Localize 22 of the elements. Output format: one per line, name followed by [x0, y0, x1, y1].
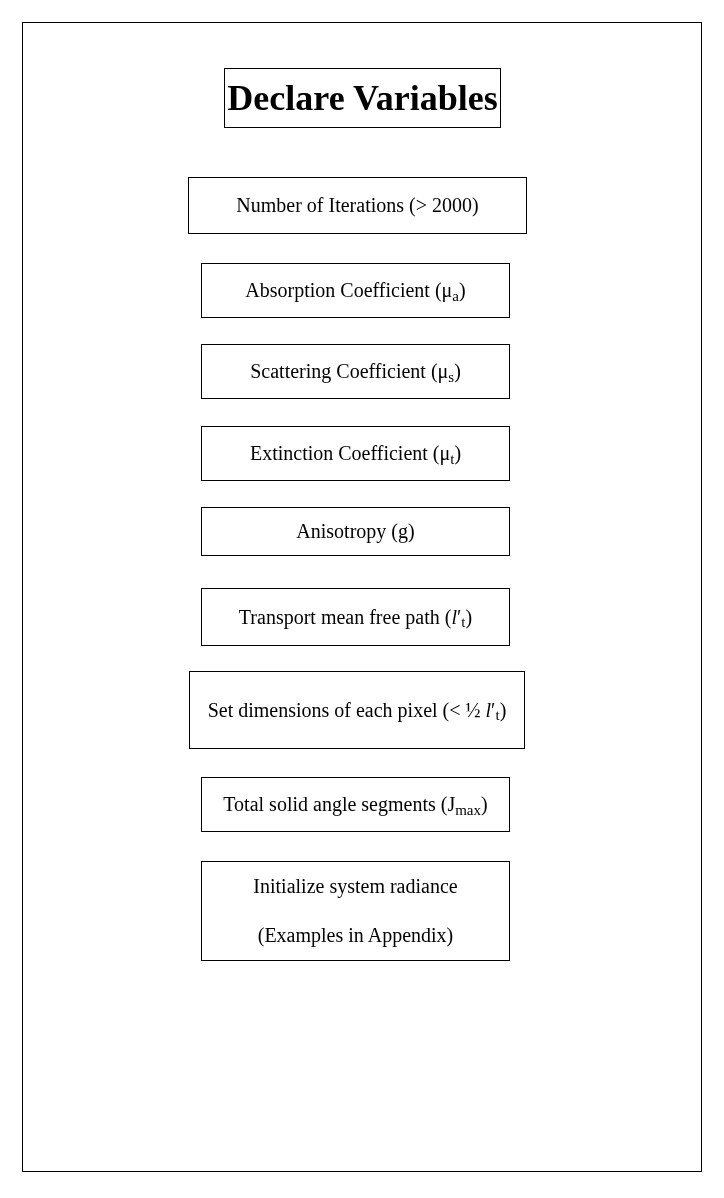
title-box — [224, 68, 501, 128]
box-text: Initialize system radiance — [253, 874, 458, 899]
variable-box — [201, 507, 510, 556]
variable-box — [201, 263, 510, 318]
variable-box — [201, 777, 510, 832]
title-text: Declare Variables — [227, 76, 498, 120]
box-text: Transport mean free path (l′$_{t}$) — [238, 604, 473, 630]
variable-box — [189, 671, 525, 749]
variable-box — [201, 426, 510, 481]
box-text: Absorption Coefficient (μ$_{a}$) — [245, 278, 466, 303]
box-text: Anisotropy (g) — [296, 519, 415, 544]
box-text: Extinction Coefficient (μ$_{t}$) — [249, 441, 462, 466]
variable-box — [188, 177, 527, 234]
box-text: Set dimensions of each pixel (< ½ l′$_{t}$) — [207, 697, 507, 723]
box-text: Scattering Coefficient (μ$_{s}$) — [250, 359, 461, 384]
frame-box — [22, 22, 702, 1172]
box-text: Total solid angle segments (J$_{max}$) — [223, 792, 488, 817]
variable-box — [201, 861, 510, 961]
box-text: Number of Iterations (> 2000) — [236, 193, 479, 218]
box-text: (Examples in Appendix) — [257, 923, 454, 948]
variable-box — [201, 344, 510, 399]
variable-box — [201, 588, 510, 646]
